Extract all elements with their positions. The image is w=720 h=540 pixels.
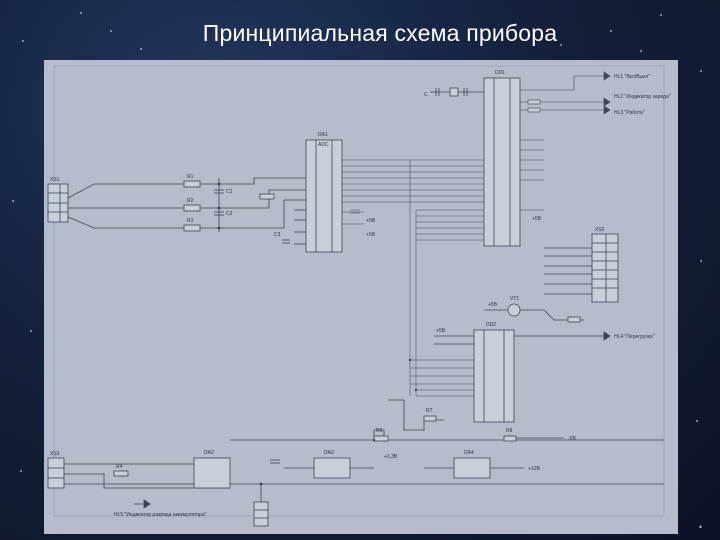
schematic-label: R8	[506, 428, 513, 434]
schematic-label: +5В	[366, 232, 376, 238]
resistor-r3	[183, 224, 201, 232]
schematic-sheet: XS1 R1 R2 R3 C1 C2 C	[44, 60, 678, 534]
crystal-oscillator: C	[424, 87, 484, 98]
schematic-label: R7	[426, 408, 433, 414]
dd2-left-bus	[410, 359, 474, 397]
schematic-label: R2	[187, 198, 194, 204]
slide-title: Принципиальная схема прибора	[202, 20, 558, 46]
chip-dd1-microcontroller: DD1	[483, 70, 521, 247]
schematic-label: DA4	[464, 450, 474, 456]
schematic-label: R5	[376, 428, 383, 434]
schematic-label: C2	[226, 211, 233, 217]
ground-nodes	[217, 182, 418, 486]
schematic-label: C3	[274, 232, 281, 238]
schematic-label: +3,3В	[384, 454, 398, 460]
chip-da2-regulator: DA2	[193, 450, 231, 489]
schematic-label: R1	[187, 174, 194, 180]
input-lines: R1 R2 R3 C1 C2	[67, 174, 233, 232]
schematic-label: ADC	[318, 142, 329, 148]
svg-text:C: C	[424, 92, 428, 98]
drawing-frame	[53, 65, 665, 517]
adc-pins: +5В +5В	[342, 159, 414, 238]
xs1-label: XS1	[50, 177, 60, 183]
connector-xs1: XS1	[47, 177, 69, 223]
schematic-label: R4	[116, 464, 123, 470]
resistor-r5	[373, 435, 389, 442]
schematic-label: +12В	[528, 466, 540, 472]
schematic-label: XS2	[595, 227, 605, 233]
schematic-label: DA3	[324, 450, 334, 456]
schematic-label: DA1	[318, 132, 328, 138]
schematic-label: HL2 "Индикатор заряда"	[614, 94, 671, 100]
chip-dd2: DD2 +5В HL4 "Перегрузка"	[434, 322, 655, 423]
schematic-label: +5В	[436, 328, 446, 334]
led-indicators: HL1 "Вкл/Выкл" HL2 "Индикатор заряда" HL…	[520, 71, 671, 116]
schematic-label: +5В	[532, 216, 542, 222]
schematic-label: DA2	[204, 450, 214, 456]
transistor-vt1: VT1 +5В	[484, 296, 584, 323]
resistor-r4	[113, 470, 129, 477]
power-rails: R4 HL5 "Индикатор разряда аккумулятора"	[64, 439, 664, 518]
adc-input-network: C3	[219, 177, 306, 245]
chip-da4-regulator: DA4 +12В	[424, 450, 540, 479]
connector-xs2: XS2	[544, 227, 619, 303]
schematic-label: HL4 "Перегрузка"	[614, 334, 655, 340]
schematic-label: R3	[187, 218, 194, 224]
connector-xs3: XS3	[47, 451, 65, 489]
schematic-label: DD2	[486, 322, 496, 328]
slide-page-marker: •	[698, 522, 702, 532]
schematic-label: +5В	[488, 302, 498, 308]
resistor-r2	[183, 204, 201, 212]
chip-da1-adc: DA1 ADC	[305, 132, 343, 253]
schematic-label: -5В	[568, 436, 576, 442]
chip-da3-regulator: DA3 +3,3В	[270, 450, 398, 479]
connector-bottom	[253, 484, 269, 527]
schematic-label: HL1 "Вкл/Выкл"	[614, 74, 650, 80]
schematic-label: +5В	[366, 218, 376, 224]
schematic-label: C1	[226, 189, 233, 195]
schematic-label: HL5 "Индикатор разряда аккумулятора"	[114, 512, 207, 518]
resistor-r8	[503, 435, 517, 442]
schematic-label: VT1	[510, 296, 519, 302]
output-filter: R5 R7 R8 -5В	[373, 399, 576, 442]
dd1-right-pins: +5В	[520, 139, 544, 222]
data-bus	[409, 159, 484, 396]
schematic-label: DD1	[495, 70, 505, 76]
schematic-label: HL3 "Работа"	[614, 110, 645, 116]
circuit-schematic: XS1 R1 R2 R3 C1 C2 C	[47, 65, 671, 527]
resistor-r7	[423, 415, 437, 422]
schematic-label: XS3	[50, 451, 60, 457]
resistor-r1	[183, 180, 201, 188]
